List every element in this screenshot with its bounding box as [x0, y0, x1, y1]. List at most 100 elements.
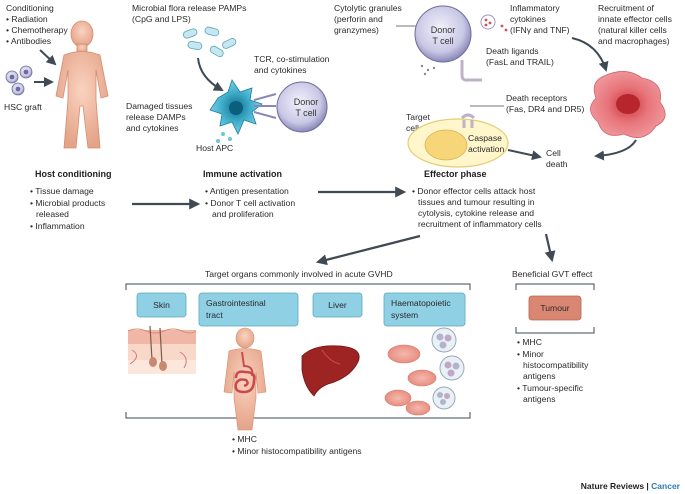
svg-text:activation: activation [468, 144, 505, 154]
svg-text:• Minor histocompatibility ant: • Minor histocompatibility antigens [232, 446, 362, 456]
organ-box-haematopoietic [383, 292, 466, 327]
svg-text:(perforin and: (perforin and [334, 14, 383, 24]
conditioning-arrow [39, 49, 57, 66]
svg-text:and cytokines: and cytokines [126, 123, 179, 133]
svg-text:Liver: Liver [328, 300, 347, 310]
macrophage-arrow [594, 139, 637, 161]
svg-text:innate effector cells: innate effector cells [598, 14, 672, 24]
stage-item: recruitment of inflammatory cells [418, 219, 542, 229]
target-organs-antigens: • MHC • Minor histocompatibility antigen… [232, 434, 362, 456]
organ-box-liver [312, 292, 363, 318]
stage-item: cytolysis, cytokine release and [418, 208, 534, 218]
damps-label: Damaged tissues release DAMPs and cytoki… [126, 101, 192, 133]
organ-box-gi-tract [198, 292, 299, 327]
human-figure [55, 20, 109, 149]
conditioning-item: • Chemotherapy [6, 25, 68, 35]
hsc-graft-cells: HSC graft [4, 65, 54, 112]
target-organs-panel: Target organs commonly involved in acute… [125, 269, 471, 419]
stage-item: released [36, 209, 69, 219]
svg-text:• MHC: • MHC [232, 434, 257, 444]
inflammatory-label: Inflammatory cytokines (IFNγ and TNF) [510, 3, 570, 35]
tumour-label: Tumour [540, 303, 569, 313]
hsc-graft-label: HSC graft [4, 102, 42, 112]
gvt-title: Beneficial GVT effect [512, 269, 593, 279]
stage-item: • Inflammation [30, 221, 85, 231]
organ-box-skin [136, 292, 187, 318]
conditioning-item: • Radiation [6, 14, 48, 24]
pamps-label: Microbial flora release PAMPs (CpG and L… [132, 3, 246, 24]
svg-text:antigens: antigens [523, 394, 556, 404]
svg-text:Damaged tissues: Damaged tissues [126, 101, 192, 111]
svg-text:Inflammatory: Inflammatory [510, 3, 560, 13]
conditioning-title: Conditioning [6, 3, 54, 13]
svg-text:(CpG and LPS): (CpG and LPS) [132, 14, 191, 24]
svg-text:T cell: T cell [295, 108, 316, 118]
haematopoietic-cells [384, 327, 465, 416]
arrow-to-gvt [544, 233, 556, 263]
svg-text:histocompatibility: histocompatibility [523, 360, 589, 370]
svg-text:system: system [391, 310, 418, 320]
stage-item: tissues and tumour resulting in [418, 197, 535, 207]
svg-text:and macrophages): and macrophages) [598, 36, 670, 46]
svg-text:antigens: antigens [523, 371, 556, 381]
death-receptors-label: Death receptors (Fas, DR4 and DR5) [506, 93, 584, 114]
immune-activation-stage: Immune activation • Antigen presentation… [203, 169, 295, 219]
macrophage-cell [590, 71, 666, 138]
target-cell [407, 113, 509, 168]
svg-text:Death receptors: Death receptors [506, 93, 567, 103]
svg-text:Recruitment of: Recruitment of [598, 3, 654, 13]
svg-text:Microbial flora release PAMPs: Microbial flora release PAMPs [132, 3, 246, 13]
target-cell-label: Target cell [406, 112, 430, 133]
recruitment-arrow [571, 37, 609, 72]
caspase-arrow [507, 149, 542, 161]
liver-illustration [301, 345, 360, 397]
pamps-arrow [197, 57, 224, 91]
target-organs-title: Target organs commonly involved in acute… [205, 269, 393, 279]
stage-item: • Antigen presentation [205, 186, 289, 196]
svg-text:TCR, co-stimulation: TCR, co-stimulation [254, 54, 330, 64]
stage-item: • Tissue damage [30, 186, 94, 196]
svg-text:Caspase: Caspase [468, 133, 502, 143]
conditioning-item: • Antibodies [6, 36, 51, 46]
svg-text:cell: cell [406, 123, 419, 133]
svg-text:Gastrointestinal: Gastrointestinal [206, 298, 266, 308]
svg-text:• Tumour-specific: • Tumour-specific [517, 383, 584, 393]
host-apc-cell: Host APC [196, 79, 263, 153]
svg-text:(FasL and TRAIL): (FasL and TRAIL) [486, 57, 554, 67]
death-ligands-label: Death ligands (FasL and TRAIL) [486, 46, 554, 67]
svg-text:Cytolytic granules: Cytolytic granules [334, 3, 402, 13]
donor-t-cell-effector: Donor T cell [414, 5, 508, 82]
host-apc-label: Host APC [196, 143, 233, 153]
gvt-panel: Beneficial GVT effect Tumour • MHC • Min… [512, 269, 595, 404]
bacteria-icon [182, 26, 237, 58]
svg-text:Skin: Skin [153, 300, 170, 310]
svg-text:Donor: Donor [431, 25, 456, 35]
svg-text:Cell: Cell [546, 148, 561, 158]
stage-item: • Donor effector cells attack host [412, 186, 536, 196]
stage-title-effector-phase: Effector phase [424, 169, 487, 179]
conditioning-block: Conditioning • Radiation • Chemotherapy … [6, 3, 68, 66]
host-conditioning-stage: Host conditioning • Tissue damage • Micr… [30, 169, 112, 231]
caspase-label: Caspase activation [468, 133, 505, 154]
svg-text:• Minor: • Minor [517, 349, 544, 359]
svg-text:tract: tract [206, 310, 223, 320]
skin-illustration [127, 325, 197, 374]
recruitment-label: Recruitment of innate effector cells (na… [598, 3, 672, 46]
svg-text:and cytokines: and cytokines [254, 65, 307, 75]
arrow-to-target-organs [315, 234, 421, 266]
effector-phase-stage: Effector phase • Donor effector cells at… [412, 169, 542, 229]
stage-title-host-conditioning: Host conditioning [35, 169, 112, 179]
svg-text:release DAMPs: release DAMPs [126, 112, 186, 122]
svg-text:(natural killer cells: (natural killer cells [598, 25, 667, 35]
svg-text:death: death [546, 159, 568, 169]
gi-tract-illustration [223, 327, 267, 431]
stage-item: • Donor T cell activation [205, 198, 295, 208]
svg-text:cytokines: cytokines [510, 14, 546, 24]
svg-text:Haematopoietic: Haematopoietic [391, 298, 451, 308]
svg-text:(IFNγ and TNF): (IFNγ and TNF) [510, 25, 570, 35]
svg-text:granzymes): granzymes) [334, 25, 379, 35]
stage-item: and proliferation [212, 209, 274, 219]
svg-text:Donor: Donor [294, 97, 319, 107]
journal-credit: Nature Reviews | Cancer [581, 481, 681, 491]
